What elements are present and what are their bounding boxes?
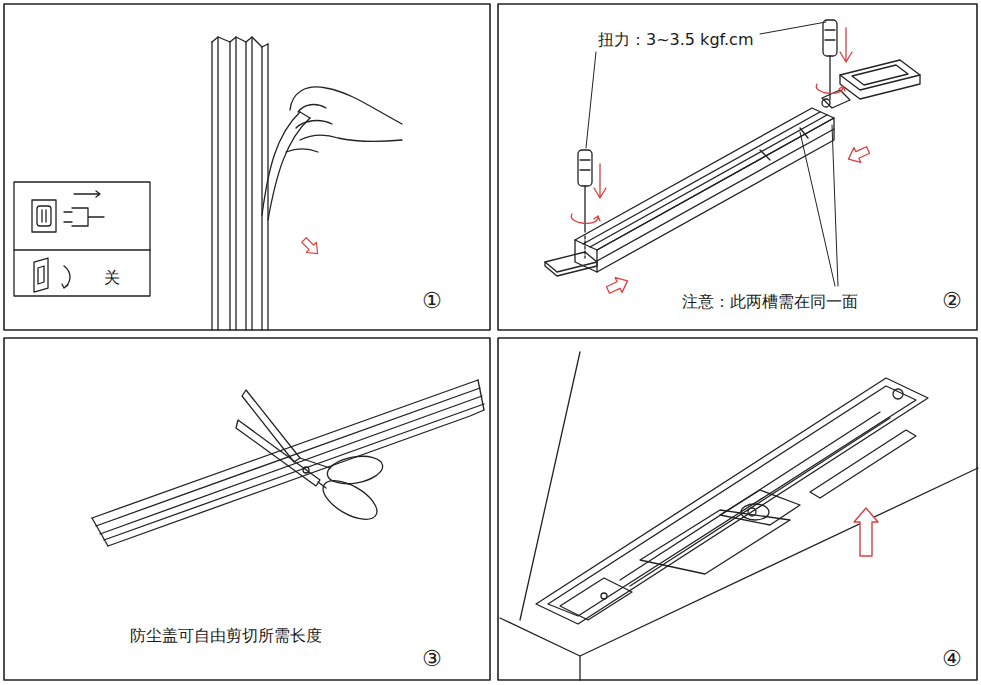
motion-arrow xyxy=(845,143,871,167)
screwdriver xyxy=(823,20,837,100)
note: 注意：此两槽需在同一面 xyxy=(680,292,860,311)
motion-arrow xyxy=(299,235,323,259)
power-off-inset xyxy=(14,182,150,296)
callout-number: ① xyxy=(420,288,444,314)
table xyxy=(500,352,978,680)
switch-label: 关 xyxy=(102,268,122,287)
panel-frame xyxy=(498,338,977,680)
panel-frame xyxy=(4,4,490,330)
dust-cover-strip xyxy=(92,380,484,546)
rail xyxy=(575,108,834,272)
screwdriver xyxy=(578,150,592,258)
hand xyxy=(286,87,402,152)
end-cap-box xyxy=(822,60,920,108)
aluminium-profile xyxy=(212,37,268,330)
torque-note: 扭力：3~3.5 kgf.cm xyxy=(596,30,755,49)
motion-arrow xyxy=(605,274,631,298)
turn-arrow xyxy=(571,28,852,223)
callout-number: ③ xyxy=(420,646,444,672)
note: 防尘盖可自由剪切所需长度 xyxy=(128,626,324,645)
scissors xyxy=(236,390,385,527)
peeled-strip xyxy=(262,112,310,220)
panel-frame xyxy=(4,338,490,680)
leader-line xyxy=(586,22,838,286)
recessed-track xyxy=(536,378,928,624)
callout-number: ④ xyxy=(940,646,964,672)
panel-frame xyxy=(498,4,977,330)
dust-cover-end xyxy=(545,252,597,276)
callout-number: ② xyxy=(940,288,964,314)
lift-arrow xyxy=(854,508,878,556)
